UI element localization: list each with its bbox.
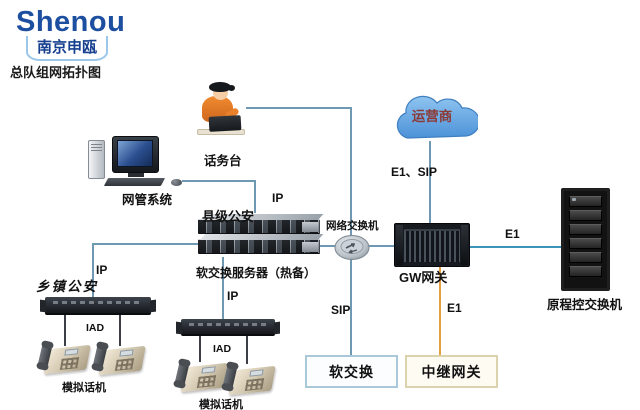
link-label-ip-server: IP: [272, 191, 284, 205]
legacy-pbx-label: 原程控交换机: [547, 298, 623, 312]
rack-slot: [569, 238, 602, 249]
connector-gw-trunk-e1: [439, 267, 441, 355]
monitor-screen: [117, 140, 153, 167]
lan-switch-icon: [334, 234, 370, 261]
rack-slot: [569, 196, 602, 207]
softswitch-servers-icon: [196, 211, 323, 259]
connector-iad2-phone1: [199, 336, 201, 362]
logo-subtitle: 南京申瓯: [26, 36, 109, 61]
connector-nms-horizontal: [182, 180, 256, 182]
operator-hair: [209, 82, 231, 92]
connector-nms-vertical: [254, 180, 256, 213]
township-label: 乡镇公安: [36, 279, 98, 295]
operator-hair-bun: [228, 85, 235, 91]
operator-console-icon: [197, 82, 247, 135]
operator-label: 话务台: [204, 154, 242, 168]
legacy-pbx-rack-icon: [561, 188, 610, 291]
phone-keypad: [196, 375, 217, 388]
page-title: 总队组网拓扑图: [10, 65, 102, 80]
mouse-icon: [171, 179, 182, 186]
connector-iad2-phone2: [246, 336, 248, 364]
connector-iad1-phone2: [119, 315, 121, 346]
link-label-ip-iad2: IP: [227, 289, 239, 303]
link-label-e1-sip: E1、SIP: [391, 165, 438, 179]
monitor-stand: [128, 173, 144, 177]
gw-gateway-icon: [394, 223, 470, 267]
connector-server-iad2-vertical: [222, 257, 224, 319]
nms-workstation-icon: [86, 136, 186, 188]
phones1-label: 模拟话机: [62, 382, 106, 394]
iad2-label: IAD: [213, 343, 232, 355]
iad-front-ports: [189, 323, 267, 326]
connector-iad1-phone1: [64, 315, 66, 346]
link-label-e1-trunk: E1: [447, 301, 462, 315]
gateway-fins: [404, 229, 460, 262]
lan-switch-label: 网络交换机: [326, 220, 379, 232]
connector-operator-vertical: [350, 107, 352, 237]
link-label-ip-iad1: IP: [96, 263, 108, 277]
analog-phone-icon: [37, 338, 91, 378]
server-label: 软交换服务器（热备）: [196, 266, 317, 280]
iad-front-ports: [53, 301, 143, 304]
analog-phone-icon: [222, 359, 276, 399]
rack-slot: [569, 210, 602, 221]
connector-operator-horizontal: [246, 107, 352, 109]
connector-server-iad1-horizontal: [92, 243, 199, 245]
pc-tower-icon: [88, 140, 105, 179]
county-overlay-label: 县级公安: [202, 209, 255, 224]
phone-keypad: [244, 378, 265, 391]
link-label-e1-rack: E1: [505, 227, 520, 241]
server-unit-2: [198, 239, 320, 254]
connector-switch-to-softswitch: [350, 258, 352, 355]
iad1-icon: [45, 297, 151, 315]
analog-phone-icon: [92, 339, 146, 379]
nms-label: 网管系统: [122, 193, 173, 207]
link-label-sip: SIP: [331, 303, 351, 317]
keyboard-icon: [103, 178, 166, 186]
phones2-label: 模拟话机: [199, 399, 243, 410]
analog-phone-icon: [174, 356, 228, 396]
logo-brand: Shenou: [16, 6, 126, 38]
laptop-icon: [208, 115, 242, 132]
connector-cloud-gw: [429, 141, 431, 224]
iad2-icon: [181, 319, 275, 336]
rack-led: [572, 198, 576, 201]
softswitch-box: 软交换: [305, 355, 398, 388]
trunk-gateway-box: 中继网关: [405, 355, 498, 388]
gw-gateway-label: GW网关: [399, 270, 448, 285]
phone-keypad: [114, 358, 135, 371]
rack-slot: [569, 252, 602, 263]
rack-slot: [569, 224, 602, 235]
iad1-label: IAD: [86, 322, 105, 334]
connector-server-iad1-vertical: [92, 243, 94, 297]
connector-gw-rack-e1: [470, 246, 562, 248]
rack-slot: [569, 266, 602, 277]
phone-keypad: [59, 357, 80, 370]
carrier-cloud-label: 运营商: [411, 109, 453, 124]
